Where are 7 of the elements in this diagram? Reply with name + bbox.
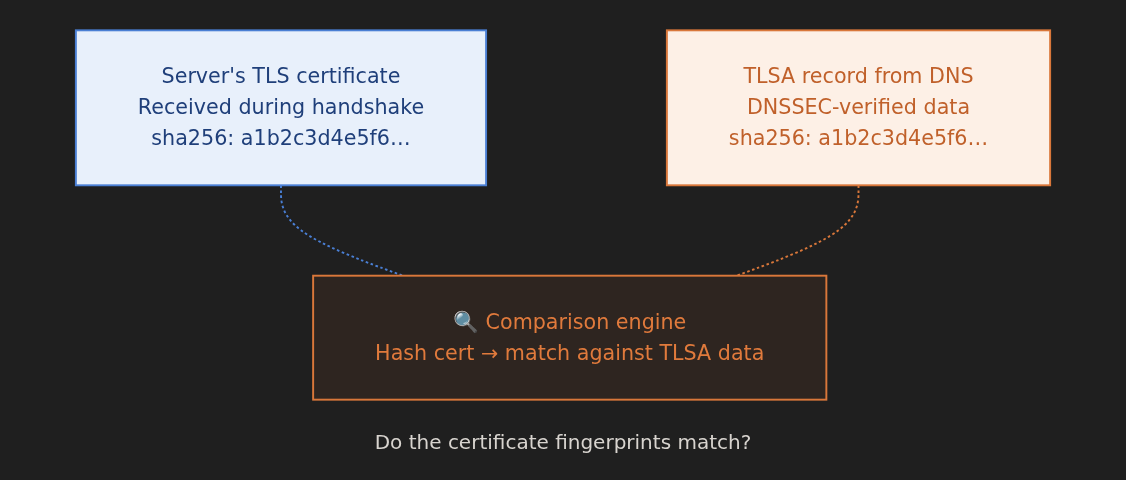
node-box — [74, 29, 488, 187]
flowchart: Server's TLS certificate Received during handshake sha256: a1b2c3d4e5f6… TLSA record from DNS DNSSEC-verified data sha256: a1b2c3d4e5f6… 🔍 Comparison engine Hash cert → match against TLSA data — [20, 20, 1106, 410]
node-box — [312, 274, 828, 401]
node-box — [665, 29, 1052, 187]
caption: Do the certificate fingerprints match? — [374, 430, 752, 454]
connector — [735, 184, 860, 277]
connector — [280, 184, 404, 277]
